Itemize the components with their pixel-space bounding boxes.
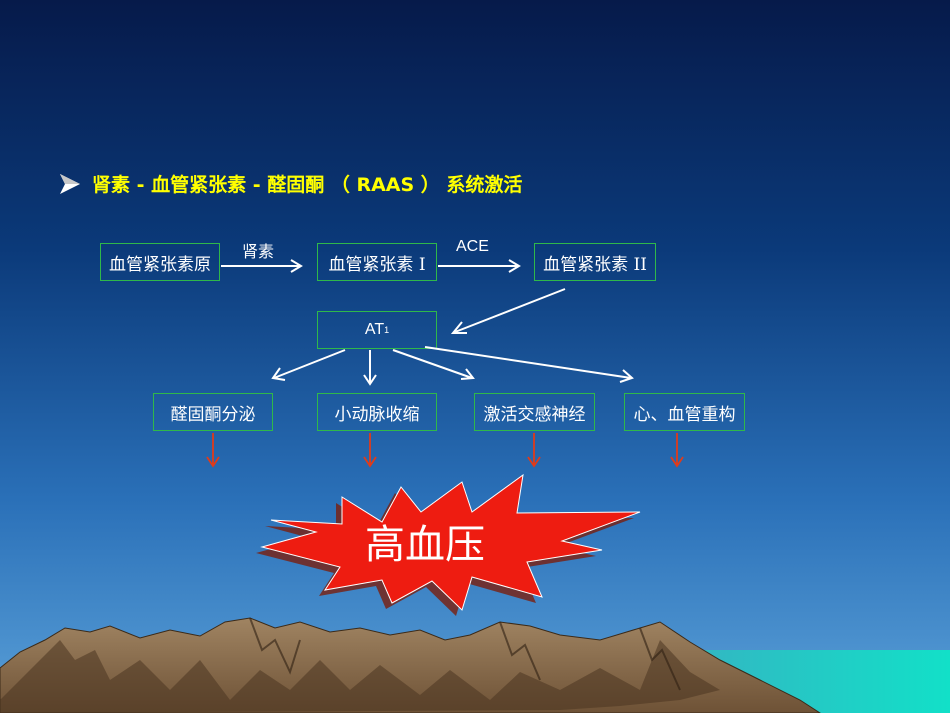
- effect-remodeling-box: 心、血管重构: [624, 393, 745, 431]
- effect-arteriole-box: 小动脉收缩: [317, 393, 437, 431]
- hypertension-label: 高血压: [365, 522, 485, 568]
- at1-sub: 1: [384, 325, 390, 335]
- effect-aldosterone-box: 醛固酮分泌: [153, 393, 273, 431]
- heading: 肾素 - 血管紧张素 - 醛固酮 （ RAAS ） 系统激活: [58, 170, 522, 197]
- ace-label: ACE: [456, 238, 489, 255]
- heading-text: 肾素 - 血管紧张素 - 醛固酮 （ RAAS ） 系统激活: [92, 174, 523, 196]
- angiotensinogen-box: 血管紧张素原: [100, 243, 220, 281]
- angiotensin-ii-box: 血管紧张素 II: [534, 243, 656, 281]
- angiotensin-i-box: 血管紧张素 I: [317, 243, 437, 281]
- effect-sympathetic-box: 激活交感神经: [474, 393, 595, 431]
- at1-main: AT: [364, 321, 385, 338]
- arrow-bullet-icon: [60, 173, 80, 194]
- renin-label: 肾素: [242, 242, 275, 261]
